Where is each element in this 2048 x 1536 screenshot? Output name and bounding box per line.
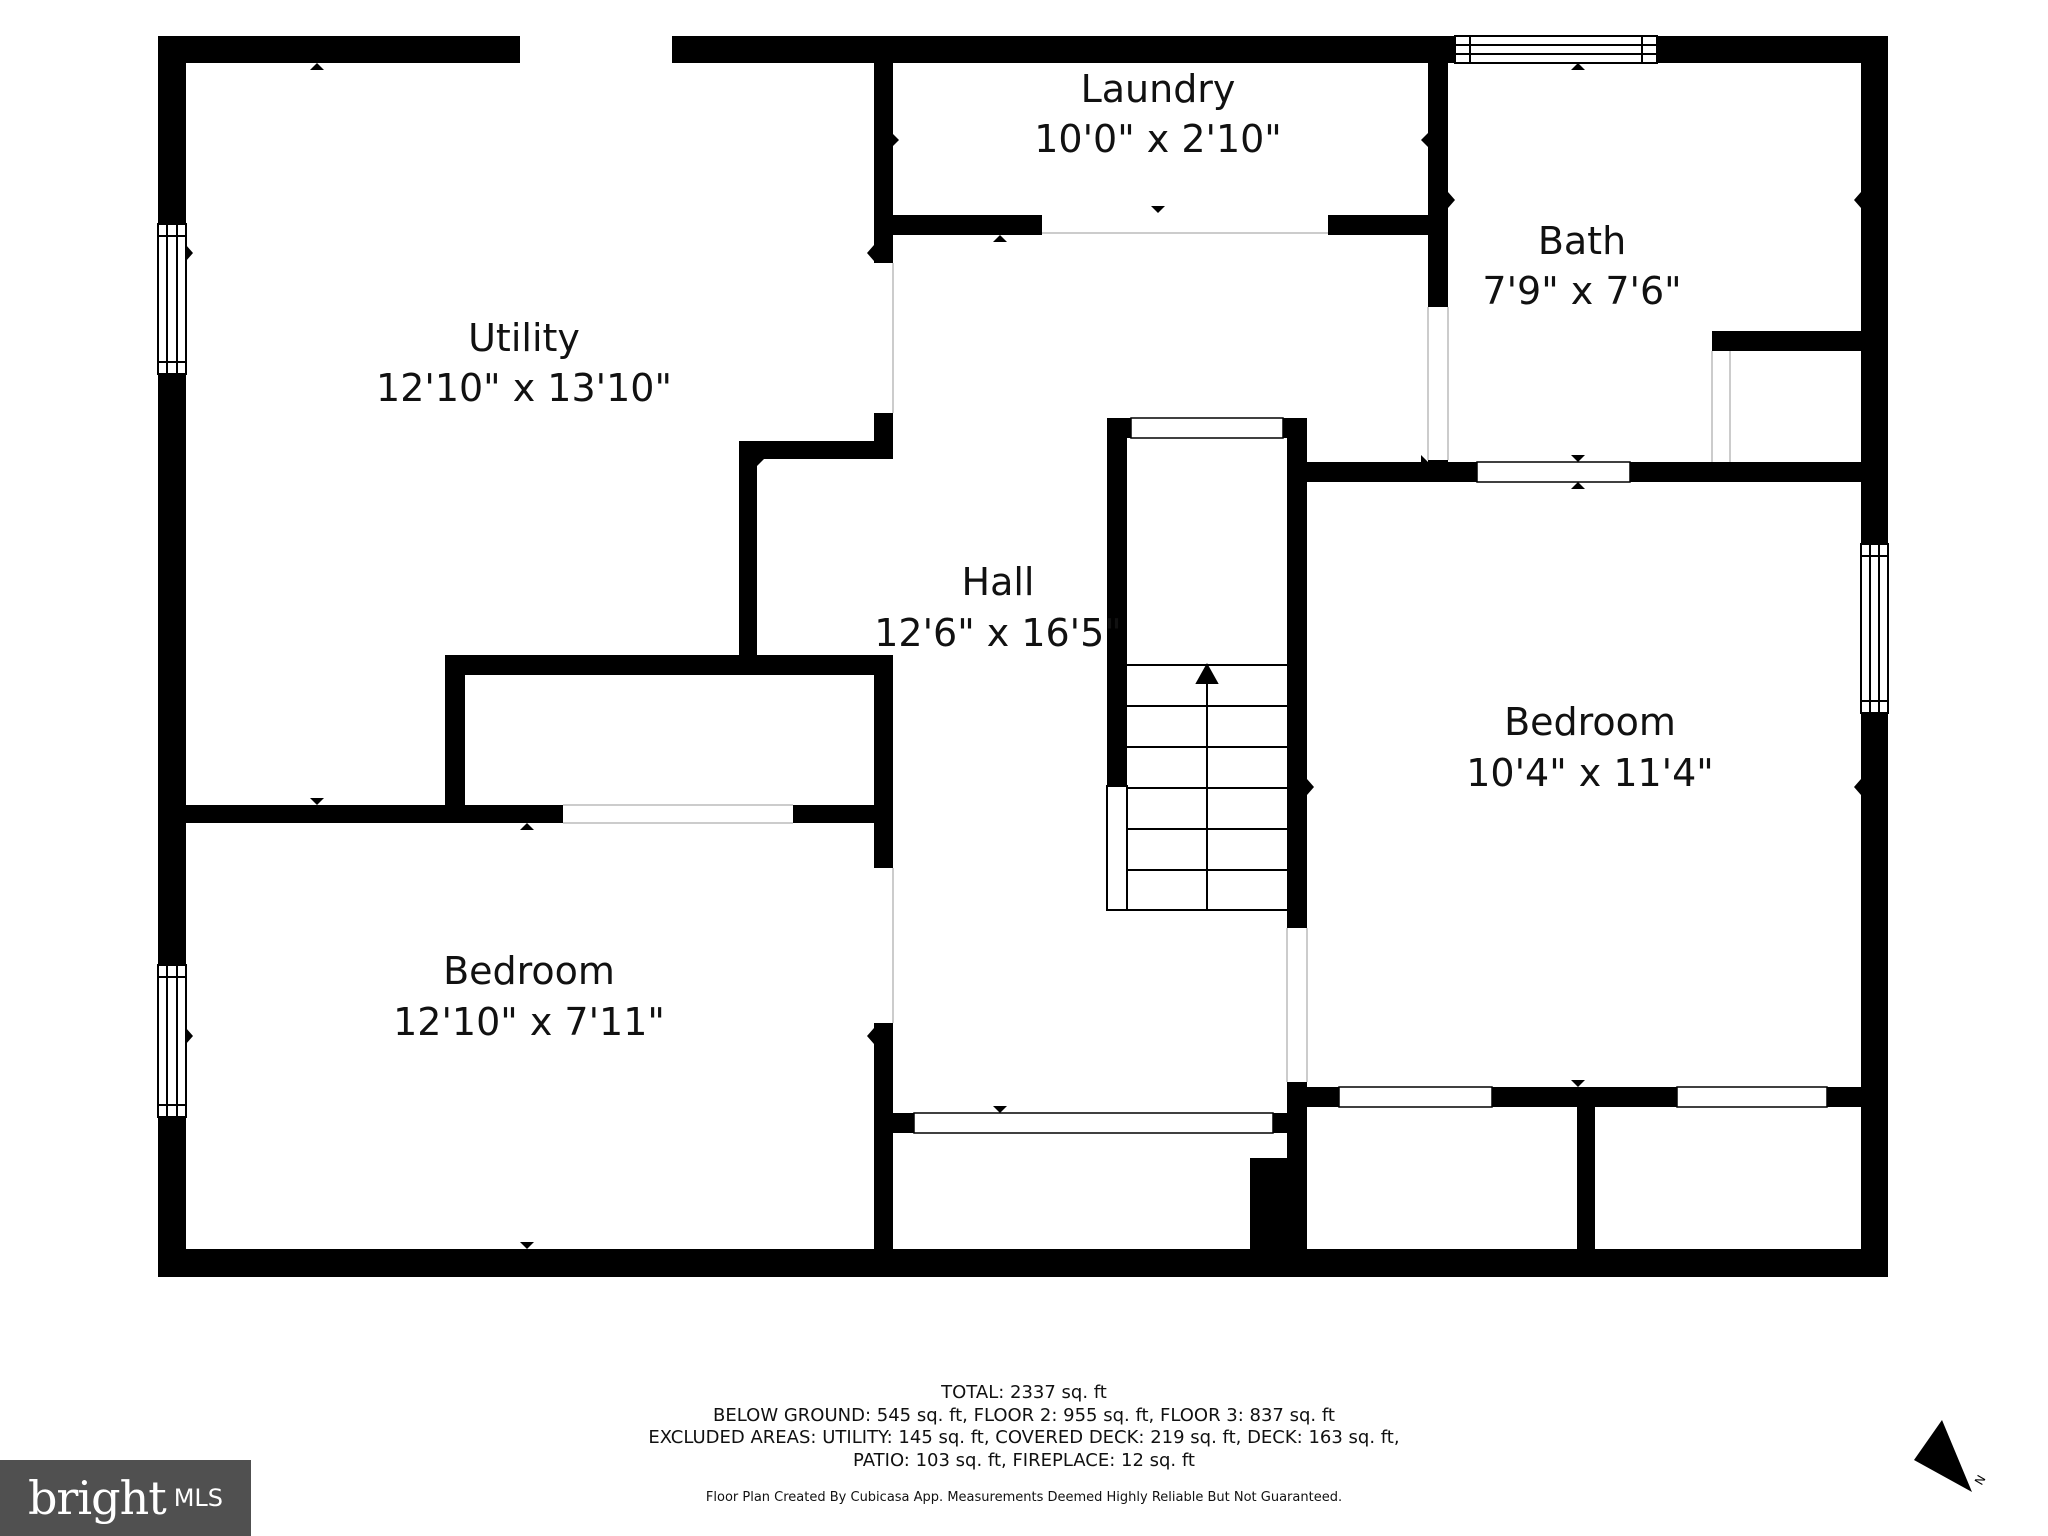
bright-mls-logo: bright MLS: [0, 1460, 251, 1536]
room-name-bedroom-left: Bedroom: [443, 949, 615, 993]
wall-north-1: [158, 36, 520, 63]
bedroom-right-closet-doors: [1338, 1086, 1828, 1108]
wall-bath-closet-top: [1712, 331, 1888, 351]
wall-hall-south-1: [874, 1113, 914, 1133]
area-excluded-cont: PATIO: 103 sq. ft, FIREPLACE: 12 sq. ft: [853, 1449, 1195, 1471]
wall-west-2: [158, 374, 186, 965]
logo-mls: MLS: [173, 1484, 224, 1512]
compass-label: N: [1972, 1473, 1989, 1488]
room-name-bedroom-right: Bedroom: [1504, 700, 1676, 744]
hall-south-door: [913, 1112, 1274, 1134]
wall-utility-bedroom-2: [793, 805, 893, 823]
area-summary: TOTAL: 2337 sq. ft BELOW GROUND: 545 sq.…: [0, 1382, 2048, 1472]
interior-walls: [186, 63, 1888, 1277]
wall-bath-south-1: [1307, 462, 1477, 482]
area-floors: BELOW GROUND: 545 sq. ft, FLOOR 2: 955 s…: [713, 1404, 1335, 1426]
wall-bath-closet-west-1: [1712, 331, 1730, 351]
dimension-markers: [186, 56, 1861, 1249]
bath-south-door: [1476, 461, 1631, 483]
wall-laundry-south-1: [874, 215, 1042, 235]
north-arrow-icon: N: [1914, 1420, 1989, 1492]
wall-stair-east: [1287, 418, 1307, 928]
wall-bath-closet-west-2: [1712, 462, 1730, 482]
room-name-bath: Bath: [1538, 219, 1626, 263]
room-dims-hall: 12'6" x 16'5": [874, 611, 1122, 655]
stair-up-arrow-icon: [1195, 662, 1219, 684]
logo-wordmark: bright: [27, 1471, 167, 1525]
wall-south: [158, 1249, 1888, 1277]
exterior-walls: [158, 36, 1888, 1277]
wall-utility-bedroom-1: [186, 805, 563, 823]
wall-west-1: [158, 36, 186, 224]
wall-closet-east: [874, 655, 893, 868]
room-dims-bedroom-left: 12'10" x 7'11": [393, 1000, 665, 1044]
wall-laundry-east: [1428, 63, 1448, 307]
room-dims-bath: 7'9" x 7'6": [1482, 269, 1681, 313]
disclaimer-note: Floor Plan Created By Cubicasa App. Meas…: [705, 1490, 1343, 1505]
window-north-utility: [520, 36, 672, 63]
wall-north-3: [1657, 36, 1888, 63]
wall-east-2: [1861, 713, 1888, 1277]
windows: [157, 35, 1889, 1118]
wall-east-1: [1861, 36, 1888, 544]
window-west-bedroom: [157, 964, 187, 1118]
wall-bath-south-2: [1630, 462, 1888, 482]
wall-hall-south-2: [1273, 1113, 1307, 1133]
wall-bedroom-left-east: [874, 1023, 893, 1277]
window-west-utility: [157, 223, 187, 375]
wall-bedroom-right-south-3: [1827, 1087, 1888, 1107]
room-name-utility: Utility: [468, 316, 580, 360]
wall-laundry-west: [874, 63, 892, 235]
stair-rail: [1106, 785, 1128, 911]
wall-closet-west: [445, 655, 465, 823]
room-dims-laundry: 10'0" x 2'10": [1034, 117, 1282, 161]
window-east-bedroom: [1860, 543, 1889, 714]
wall-utility-step-v: [739, 441, 757, 659]
wall-closet-top: [445, 655, 893, 675]
window-north-bath: [1454, 35, 1658, 64]
wall-closets-divider: [1577, 1087, 1595, 1277]
wall-laundry-south-2: [1328, 215, 1448, 235]
room-name-laundry: Laundry: [1081, 67, 1236, 111]
stairs: [1106, 662, 1287, 911]
door-openings: [563, 232, 1731, 1082]
wall-utility-step-h: [739, 441, 893, 459]
room-dims-utility: 12'10" x 13'10": [376, 366, 672, 410]
room-dims-bedroom-right: 10'4" x 11'4": [1466, 751, 1714, 795]
wall-stair-top-1: [1107, 418, 1131, 438]
wall-hall-chimney: [1250, 1158, 1307, 1277]
area-excluded: EXCLUDED AREAS: UTILITY: 145 sq. ft, COV…: [648, 1427, 1400, 1448]
wall-stair-west: [1107, 418, 1127, 786]
wall-west-3: [158, 1117, 186, 1277]
area-total: TOTAL: 2337 sq. ft: [941, 1382, 1107, 1403]
wall-north-2: [672, 36, 1455, 63]
stair-top-opening: [1130, 417, 1284, 439]
room-labels: Laundry 10'0" x 2'10" Bath 7'9" x 7'6" U…: [376, 67, 1714, 1044]
room-name-hall: Hall: [962, 560, 1035, 604]
